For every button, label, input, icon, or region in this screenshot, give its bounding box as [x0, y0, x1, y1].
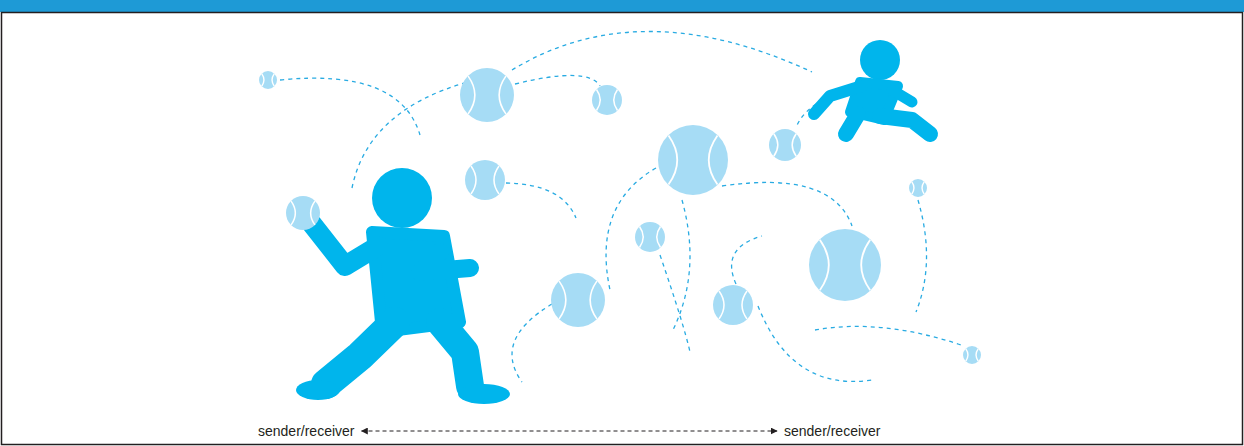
frame	[2, 13, 1243, 445]
node-text: sender/receiver	[258, 423, 355, 439]
head	[860, 40, 900, 80]
node-text: sender/receiver	[784, 423, 881, 439]
tennis-ball	[286, 196, 320, 230]
trajectory	[672, 200, 690, 332]
tennis-ball	[909, 179, 927, 197]
tennis-ball	[809, 229, 881, 301]
endpoint-label: sender/receiver	[258, 423, 355, 439]
head	[372, 168, 432, 228]
shoe	[458, 384, 510, 404]
tennis-ball	[963, 346, 981, 364]
trajectory	[758, 306, 872, 381]
leg	[846, 114, 858, 134]
trajectory	[916, 200, 927, 312]
tennis-ball	[592, 85, 622, 115]
shoe	[296, 380, 340, 400]
trajectory	[280, 78, 420, 135]
trajectory	[660, 255, 690, 352]
trajectory	[515, 75, 600, 86]
tennis-ball	[769, 129, 801, 161]
tennis-ball	[658, 125, 728, 195]
trajectory	[815, 326, 964, 346]
arm	[420, 252, 470, 272]
dashed-double-arrow	[362, 431, 778, 432]
tennis-ball	[460, 68, 514, 122]
trajectory	[722, 182, 852, 226]
tennis-ball	[635, 222, 665, 252]
trajectory	[512, 31, 812, 72]
tennis-ball	[259, 71, 277, 89]
arm	[312, 224, 378, 266]
leg	[880, 116, 930, 134]
left-child	[296, 168, 510, 404]
leg	[440, 322, 470, 386]
leg	[326, 322, 395, 384]
tennis-ball	[713, 285, 753, 325]
tennis-ball	[551, 273, 605, 327]
tennis-ball	[465, 160, 505, 200]
trajectory	[512, 304, 552, 382]
endpoint-label: sender/receiver	[784, 423, 881, 439]
trajectory	[732, 236, 762, 284]
balls	[259, 68, 981, 364]
right-child	[814, 40, 930, 134]
header-bar	[0, 0, 1244, 12]
trajectory	[506, 183, 576, 218]
arm	[892, 90, 912, 102]
